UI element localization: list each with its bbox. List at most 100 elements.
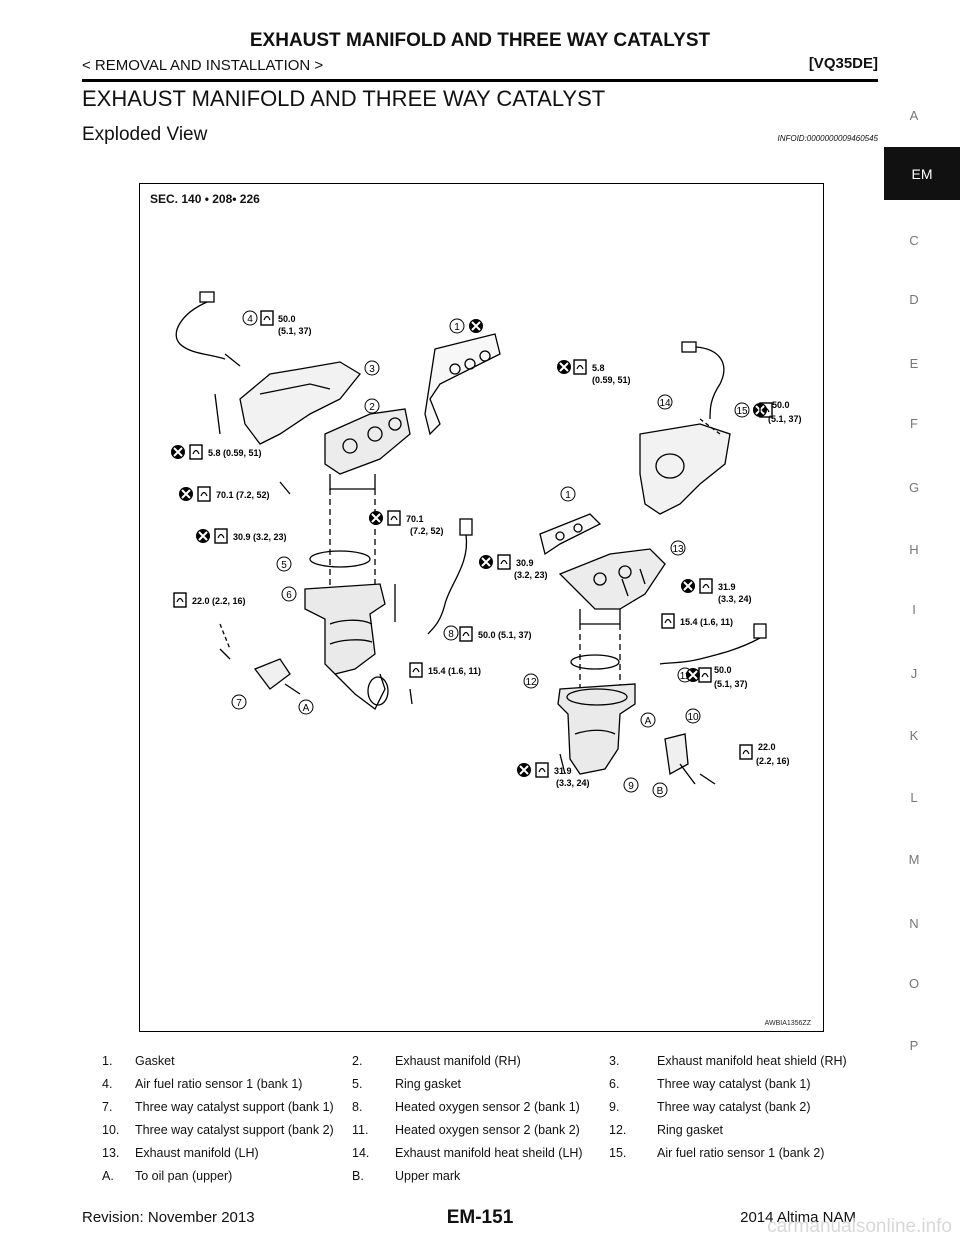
- torque-label: 50.0: [772, 400, 790, 410]
- callout-5: 5: [276, 556, 292, 572]
- callout-12: 12: [523, 673, 539, 689]
- page-number: EM-151: [446, 1207, 514, 1228]
- callout-8: 8: [443, 625, 459, 641]
- torque-label: 22.0 (2.2, 16): [192, 596, 246, 606]
- side-tab-c[interactable]: C: [909, 233, 919, 248]
- side-tab-o[interactable]: O: [908, 976, 920, 991]
- exploded-view-drawing: 4 3 2 1 5 6 7 A 8 14 15 1 13 12 11 A 10 …: [170, 291, 802, 798]
- footer-model: 2014 Altima NAM: [740, 1209, 856, 1226]
- svg-text:B: B: [657, 786, 664, 797]
- svg-text:6: 6: [286, 590, 292, 601]
- side-tab-m[interactable]: M: [908, 852, 920, 867]
- legend-row: 1.Gasket 2.Exhaust manifold (RH) 3.Exhau…: [102, 1054, 847, 1068]
- torque-label: 30.9 (3.2, 23): [233, 532, 287, 542]
- svg-text:12: 12: [525, 677, 537, 688]
- callout-9: 9: [623, 777, 639, 793]
- exploded-view-figure: SEC. 140 • 208• 226: [139, 183, 824, 1032]
- svg-text:5: 5: [281, 560, 287, 571]
- torque-label: (5.1, 37): [278, 326, 312, 336]
- torque-label: 31.9: [718, 582, 736, 592]
- callout-a-left: A: [298, 699, 314, 715]
- torque-label: (5.1, 37): [714, 679, 748, 689]
- svg-text:14: 14: [659, 398, 671, 409]
- legend-row: 13.Exhaust manifold (LH) 14.Exhaust mani…: [102, 1146, 825, 1160]
- torque-label: (0.59, 51): [592, 375, 631, 385]
- legend-row: 7.Three way catalyst support (bank 1) 8.…: [102, 1100, 811, 1114]
- breadcrumb: < REMOVAL AND INSTALLATION >: [82, 57, 324, 74]
- callout-6: 6: [281, 586, 297, 602]
- torque-label: (7.2, 52): [410, 526, 444, 536]
- callout-15: 15: [734, 402, 750, 418]
- torque-label: 15.4 (1.6, 11): [428, 666, 481, 676]
- svg-text:11: 11: [680, 671, 691, 682]
- side-tab-p[interactable]: P: [909, 1038, 919, 1053]
- torque-label: (3.2, 23): [514, 570, 548, 580]
- callout-a-right: A: [640, 712, 656, 728]
- figure-section-ref: SEC. 140 • 208• 226: [150, 192, 260, 206]
- page-header-title: EXHAUST MANIFOLD AND THREE WAY CATALYST: [249, 30, 711, 51]
- svg-text:3: 3: [369, 364, 375, 375]
- side-tab-e[interactable]: E: [909, 356, 919, 371]
- callout-2: 2: [364, 398, 380, 414]
- torque-label: 50.0: [278, 314, 296, 324]
- callout-1-right: 1: [560, 486, 576, 502]
- header-rule: [82, 79, 878, 82]
- torque-label: 50.0 (5.1, 37): [478, 630, 532, 640]
- callout-7: 7: [231, 694, 247, 710]
- section-title: EXHAUST MANIFOLD AND THREE WAY CATALYST: [82, 86, 606, 111]
- side-tab-h[interactable]: H: [909, 542, 919, 557]
- svg-text:A: A: [645, 716, 652, 727]
- torque-label: (5.1, 37): [768, 414, 802, 424]
- callout-1-left: 1: [449, 318, 465, 334]
- callout-3: 3: [364, 360, 380, 376]
- torque-label: (3.3, 24): [718, 594, 752, 604]
- callout-b: B: [652, 782, 668, 798]
- svg-text:2: 2: [369, 402, 375, 413]
- side-tab-d[interactable]: D: [909, 292, 919, 307]
- svg-text:15: 15: [736, 406, 748, 417]
- callout-4: 4: [242, 310, 258, 326]
- side-tab-l[interactable]: L: [910, 790, 918, 805]
- legend-row: 4.Air fuel ratio sensor 1 (bank 1) 5.Rin…: [102, 1077, 811, 1091]
- callout-10: 10: [685, 708, 701, 724]
- svg-text:1: 1: [565, 490, 571, 501]
- model-code: [VQ35DE]: [808, 55, 878, 72]
- subsection-title: Exploded View: [82, 124, 208, 145]
- parts-legend: 1.Gasket 2.Exhaust manifold (RH) 3.Exhau…: [102, 1054, 882, 1192]
- watermark: carmanualsonline.info: [767, 1216, 952, 1237]
- side-tab-em[interactable]: EM: [884, 147, 960, 200]
- svg-text:13: 13: [672, 544, 684, 555]
- side-tab-k[interactable]: K: [909, 728, 919, 743]
- svg-text:7: 7: [236, 698, 242, 709]
- torque-label: 22.0: [758, 742, 776, 752]
- svg-text:A: A: [303, 703, 310, 714]
- callout-14: 14: [657, 394, 673, 410]
- side-tab-g[interactable]: G: [908, 480, 920, 495]
- torque-label: (3.3, 24): [556, 778, 590, 788]
- torque-label: 30.9: [516, 558, 534, 568]
- svg-text:8: 8: [448, 629, 454, 640]
- torque-label: (2.2, 16): [756, 756, 790, 766]
- legend-row: 10.Three way catalyst support (bank 2) 1…: [102, 1123, 724, 1137]
- svg-text:10: 10: [687, 712, 699, 723]
- torque-label: 31.9: [554, 766, 572, 776]
- torque-label: 50.0: [714, 665, 732, 675]
- svg-text:9: 9: [628, 781, 634, 792]
- side-tab-a[interactable]: A: [909, 108, 919, 123]
- svg-text:4: 4: [247, 314, 253, 325]
- figure-image-id: AWBIA1356ZZ: [764, 1020, 811, 1027]
- callout-13: 13: [670, 540, 686, 556]
- torque-label: 70.1 (7.2, 52): [216, 490, 270, 500]
- torque-label: 15.4 (1.6, 11): [680, 617, 733, 627]
- side-tab-j[interactable]: J: [910, 666, 918, 681]
- legend-row: A.To oil pan (upper) B.Upper mark: [102, 1169, 461, 1183]
- side-tab-f[interactable]: F: [910, 416, 918, 431]
- side-tab-n[interactable]: N: [909, 916, 919, 931]
- torque-label: 5.8: [592, 363, 605, 373]
- svg-text:1: 1: [454, 322, 460, 333]
- torque-label: 5.8 (0.59, 51): [208, 448, 262, 458]
- torque-label: 70.1: [406, 514, 424, 524]
- info-id: INFOID:0000000009460545: [777, 134, 878, 143]
- footer-revision: Revision: November 2013: [82, 1209, 255, 1226]
- side-tab-i[interactable]: I: [912, 602, 916, 617]
